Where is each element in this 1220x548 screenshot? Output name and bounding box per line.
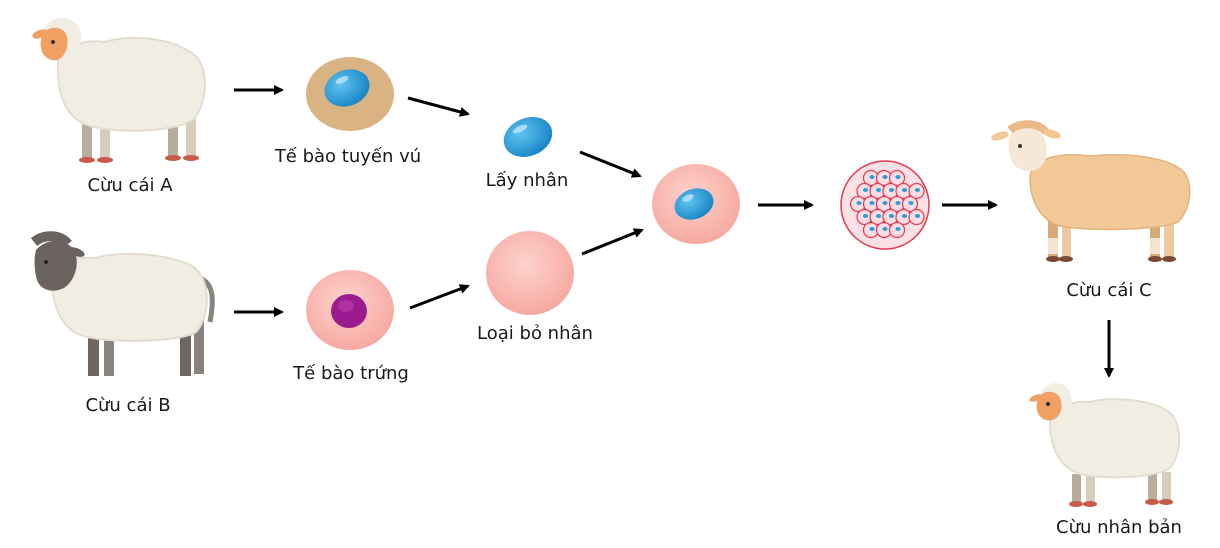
- remove-nucleus-label: Loại bỏ nhân: [477, 323, 593, 344]
- embryo-cell-nucleus: [895, 227, 901, 231]
- sheep-b-label: Cừu cái B: [85, 395, 170, 416]
- sheep-c-label: Cừu cái C: [1066, 280, 1151, 301]
- embryo-cell-nucleus: [901, 188, 908, 192]
- embryo-cell-nucleus: [908, 201, 914, 205]
- embryo-cell-nucleus: [875, 214, 882, 218]
- egg-cell-icon: [306, 270, 394, 350]
- embryo-cell-nucleus: [901, 214, 908, 218]
- mammary-cell-icon: [306, 57, 394, 131]
- embryo-cell-nucleus: [895, 175, 901, 179]
- embryo-cell-nucleus: [888, 188, 895, 192]
- embryo-cell-nucleus: [914, 214, 921, 218]
- arrow-mammary-to-nucleus: [407, 96, 470, 117]
- arrow-egg-to-enucleated: [409, 284, 470, 310]
- embryo-cell-nucleus: [869, 175, 875, 179]
- embryo-cell-nucleus: [869, 201, 875, 205]
- embryo-cell-nucleus: [856, 201, 862, 205]
- sheep-c-icon: [991, 120, 1191, 262]
- embryo-cell-nucleus: [882, 227, 888, 231]
- clone-sheep-icon: [1029, 383, 1181, 507]
- embryo-cell-nucleus: [882, 201, 888, 205]
- enucleated-egg-icon: [486, 231, 574, 315]
- embryo-cell-nucleus: [862, 214, 869, 218]
- sheep-a-label: Cừu cái A: [87, 175, 173, 196]
- egg-cell-label: Tế bào trứng: [292, 363, 409, 384]
- mammary-cell-label: Tế bào tuyến vú: [274, 146, 421, 167]
- embryo-cell-nucleus: [862, 188, 869, 192]
- embryo-cluster-icon: [840, 160, 930, 250]
- embryo-cell-nucleus: [875, 188, 882, 192]
- embryo-cell-nucleus: [914, 188, 921, 192]
- sheep-a-icon: [32, 17, 206, 163]
- clone-sheep-label: Cừu nhân bản: [1056, 517, 1182, 538]
- nucleus-icon: [503, 117, 553, 157]
- embryo-cell-nucleus: [895, 201, 901, 205]
- embryo-cell-nucleus: [869, 227, 875, 231]
- sheep-b-icon: [30, 231, 215, 376]
- arrow-enucleated-to-fused: [581, 228, 644, 256]
- embryo-cell-nucleus: [888, 214, 895, 218]
- embryo-cell-nucleus: [882, 175, 888, 179]
- arrow-nucleus-to-fused: [579, 150, 642, 178]
- fused-cell-icon: [652, 164, 740, 244]
- take-nucleus-label: Lấy nhân: [486, 170, 569, 191]
